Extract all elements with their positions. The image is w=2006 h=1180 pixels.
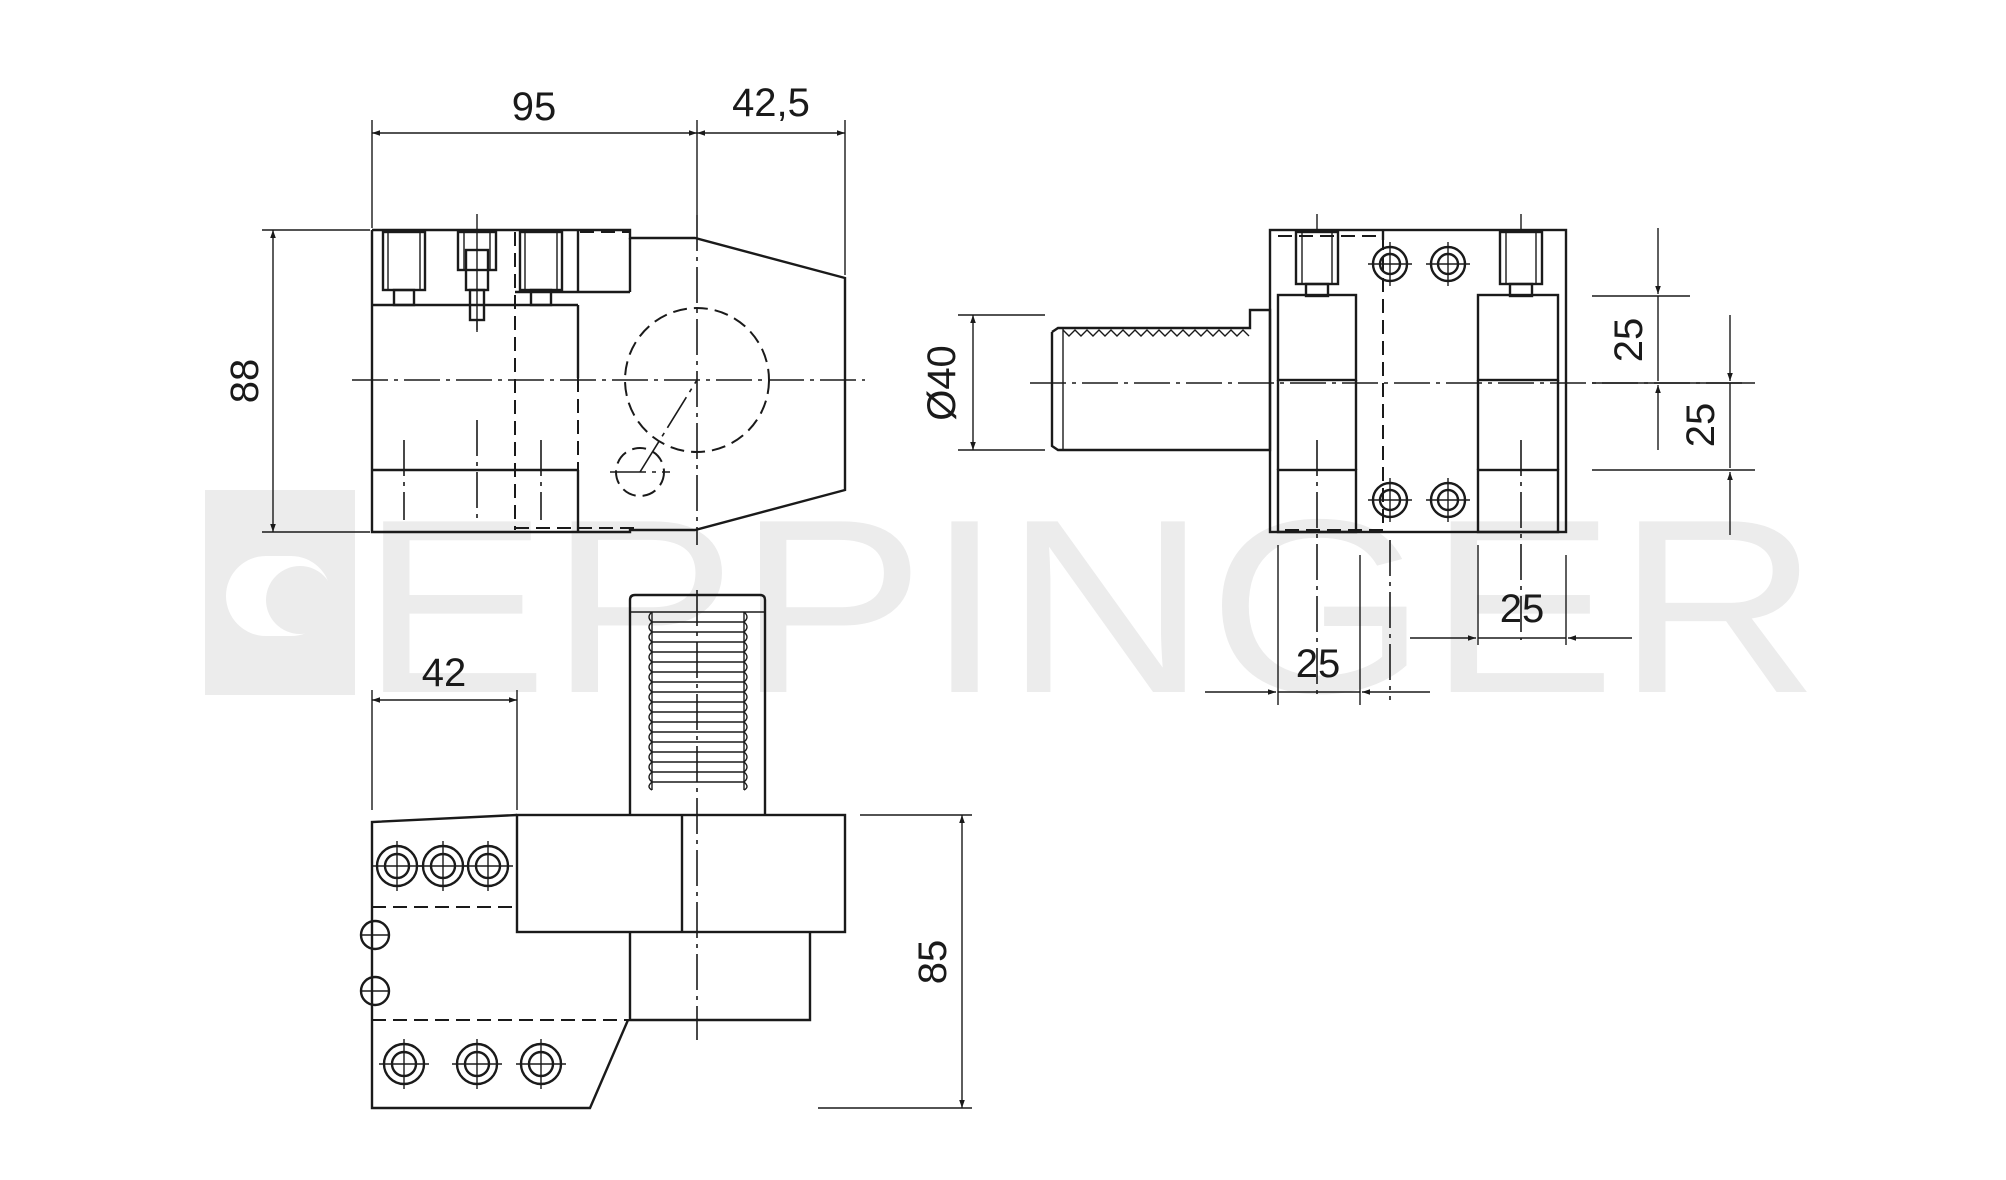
side-holes-bottom	[1368, 478, 1470, 522]
screw-1	[381, 230, 427, 307]
dimension-height-85: 85	[911, 940, 955, 985]
dimension-width-42-5: 42,5	[732, 81, 810, 125]
dimension-width-42: 42	[422, 651, 467, 695]
watermark-text: EPPINGER	[360, 467, 1820, 745]
front-view	[352, 214, 865, 545]
watermark: EPPINGER	[205, 467, 1820, 745]
screw-3	[518, 230, 564, 307]
shank-thread	[648, 611, 748, 791]
dimension-diameter-40: Ø40	[920, 345, 964, 421]
top-view-holes-lower	[379, 1039, 566, 1089]
dimension-horizontal-25-lower: 25	[1296, 642, 1341, 686]
top-view-holes-upper	[372, 841, 513, 891]
side-screw-left	[1294, 214, 1340, 298]
top-view-holes-side	[359, 919, 391, 1007]
dimension-vertical-25-lower: 25	[1679, 403, 1723, 448]
side-holes-top	[1368, 242, 1470, 286]
dimension-horizontal-25-upper: 25	[1500, 587, 1545, 631]
dimension-height-88: 88	[223, 359, 267, 404]
top-view-dimensions: 42 85	[371, 651, 972, 1109]
front-view-dimensions: 95 42,5 88	[223, 81, 846, 533]
top-view	[359, 590, 847, 1110]
dimension-width-95: 95	[512, 85, 557, 129]
eppinger-logo-mark	[205, 490, 355, 695]
side-view-dimensions: Ø40 25 25 25 25	[920, 228, 1755, 705]
side-screw-right	[1498, 214, 1544, 298]
dimension-vertical-25-upper: 25	[1607, 318, 1651, 363]
screw-2-pin	[456, 214, 498, 332]
